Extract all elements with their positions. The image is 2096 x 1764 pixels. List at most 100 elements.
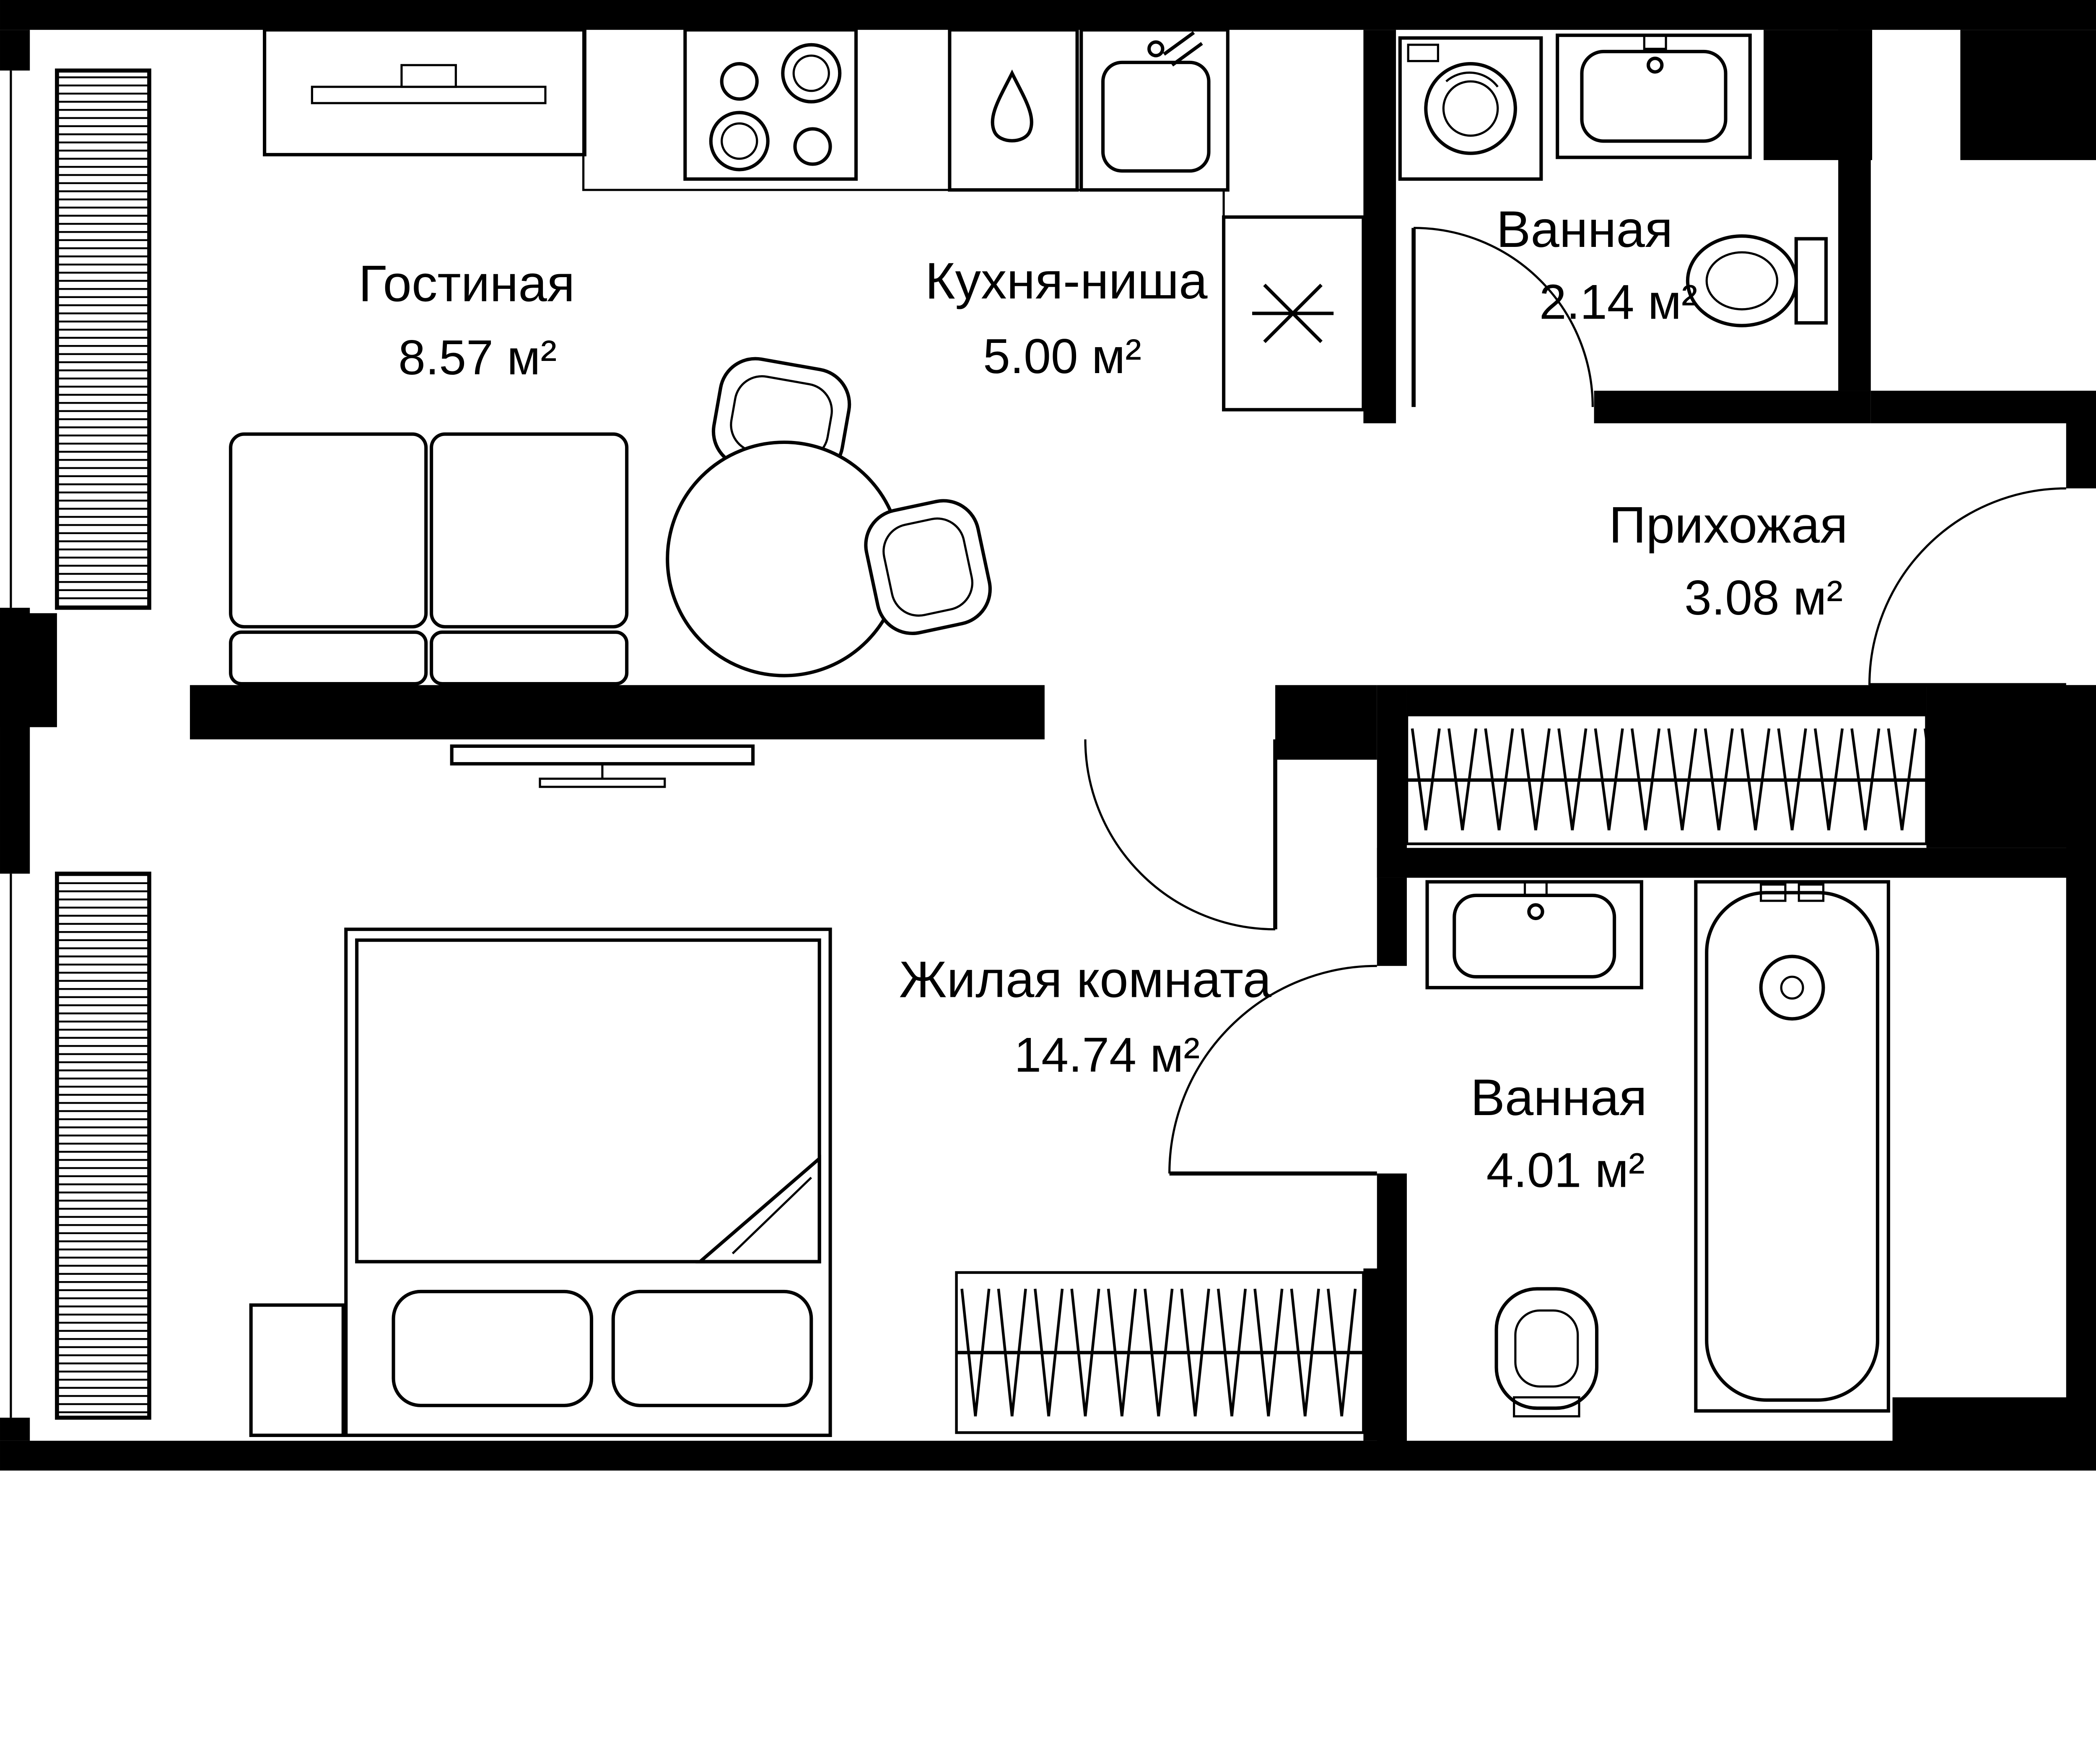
sofa-cushion-left (229, 432, 428, 629)
sofa-seat-right (430, 630, 629, 686)
corner-block-bottom-right (1892, 1397, 2096, 1471)
sofa-seat-left (229, 630, 428, 686)
room-area-living: 8.57 м² (398, 330, 557, 385)
snowflake-icon (1252, 283, 1334, 343)
room-area-bathroom-bottom: 4.01 м² (1486, 1143, 1645, 1198)
tv-unit (450, 744, 755, 788)
bathtub (1694, 880, 1890, 1413)
room-name-living: Гостиная (358, 255, 575, 312)
room-name-bathroom-bottom: Ванная (1471, 1069, 1647, 1126)
sofa (229, 432, 629, 686)
burner-4 (793, 127, 832, 166)
room-name-bathroom-top: Ванная (1496, 201, 1673, 258)
nightstand (249, 1303, 345, 1437)
wall-bath-top-left (1363, 30, 1396, 423)
doors (1084, 227, 2066, 1176)
label-bathroom-top: Ванная 2.14 м² (1496, 201, 1698, 329)
pillow-left (392, 1289, 594, 1407)
wall-divider-stub (1275, 685, 1377, 760)
entrance-door (1868, 487, 2066, 687)
sofa-cushion-right (430, 432, 629, 629)
burner-1 (720, 62, 759, 101)
room-name-bedroom: Жилая комната (899, 951, 1272, 1009)
bed (344, 927, 832, 1437)
bedroom-door (1084, 739, 1277, 931)
label-bathroom-bottom: Ванная 4.01 м² (1471, 1069, 1647, 1198)
room-name-hallway: Прихожая (1609, 496, 1848, 554)
wall-bath-bottom-left-a (1377, 877, 1407, 966)
window-bedroom (55, 872, 151, 1420)
faucet-icon (1643, 34, 1667, 50)
wall-left-middle-block (0, 613, 57, 727)
wardrobes (955, 713, 1928, 1434)
desk (263, 28, 586, 156)
living-room-furniture (229, 28, 992, 686)
shaft-block (1764, 30, 1873, 160)
burner-3 (709, 111, 770, 171)
wall-bath-top-bottom (1594, 391, 1871, 423)
windows (10, 68, 151, 1420)
wardrobe-right-block (1926, 685, 2096, 848)
bed-blanket (355, 938, 821, 1263)
room-area-kitchen: 5.00 м² (983, 329, 1141, 384)
bathroom-top-sink (1556, 34, 1752, 159)
desk-monitor-stand (400, 64, 457, 88)
wall-bath-bottom-top (1377, 848, 2096, 878)
wall-hall-top (1870, 391, 2096, 423)
bathroom-bottom-door (1168, 965, 1377, 1176)
water-drop-icon (991, 69, 1033, 143)
label-hallway: Прихожая 3.08 м² (1609, 496, 1848, 625)
burner-2 (781, 43, 842, 104)
faucet-icon (1147, 40, 1165, 57)
pillow-right (611, 1289, 813, 1407)
room-name-kitchen: Кухня-ниша (925, 252, 1208, 310)
wall-top (0, 0, 2096, 30)
dining-table (666, 440, 903, 677)
hall-closet (1405, 713, 1928, 846)
bathroom-top-door (1411, 227, 1594, 407)
dining-set (666, 357, 992, 677)
wall-bottom (0, 1440, 2096, 1471)
kitchen-sink-basin (1079, 28, 1230, 192)
stove (683, 28, 858, 181)
wall-wardrobe-top (1406, 685, 1927, 715)
kitchen-fixtures (582, 28, 1365, 412)
room-area-hallway: 3.08 м² (1684, 571, 1843, 625)
toilet-bowl (1494, 1287, 1599, 1410)
kitchen-sink-cabinet (948, 28, 1079, 192)
walls (0, 0, 2096, 1471)
tub-faucet (1760, 883, 1787, 902)
wall-divider (190, 685, 1045, 739)
tv-stand (539, 778, 666, 788)
floor-plan: Гостиная 8.57 м² Кухня-ниша 5.00 м² Ванн… (0, 0, 2096, 1471)
column-near-wardrobe (1363, 1268, 1407, 1441)
toilet-bowl (1686, 234, 1798, 327)
blanket-fold (695, 1154, 821, 1263)
washing-machine (1398, 36, 1543, 181)
bathroom-bottom-sink (1425, 880, 1643, 990)
desk-top (263, 28, 586, 156)
window-living (55, 68, 151, 610)
toilet-bottom (1494, 1287, 1599, 1418)
toilet-tank (1794, 237, 1828, 325)
bedroom-wardrobe (955, 1271, 1365, 1434)
room-area-bathroom-top: 2.14 м² (1539, 275, 1698, 329)
bathroom-top-fixtures (1398, 34, 1828, 327)
wall-wardrobe-left (1377, 685, 1407, 878)
faucet-icon (1523, 880, 1548, 897)
label-kitchen: Кухня-ниша 5.00 м² (925, 252, 1208, 384)
bathroom-bottom-fixtures (1425, 880, 1890, 1418)
fridge (1222, 215, 1365, 412)
toilet-top (1686, 234, 1828, 327)
wall-left-upper (0, 30, 30, 71)
toilet-tank (1513, 1396, 1580, 1418)
room-labels: Гостиная 8.57 м² Кухня-ниша 5.00 м² Ванн… (358, 201, 1848, 1198)
counter-edge (582, 30, 1225, 217)
label-bedroom: Жилая комната 14.74 м² (899, 951, 1272, 1082)
label-living: Гостиная 8.57 м² (358, 255, 575, 385)
tub-drain (1759, 955, 1825, 1021)
bedroom-furniture (249, 744, 832, 1437)
tv-screen (450, 744, 755, 766)
room-area-bedroom: 14.74 м² (1014, 1028, 1200, 1082)
dining-chair-right (864, 499, 992, 636)
